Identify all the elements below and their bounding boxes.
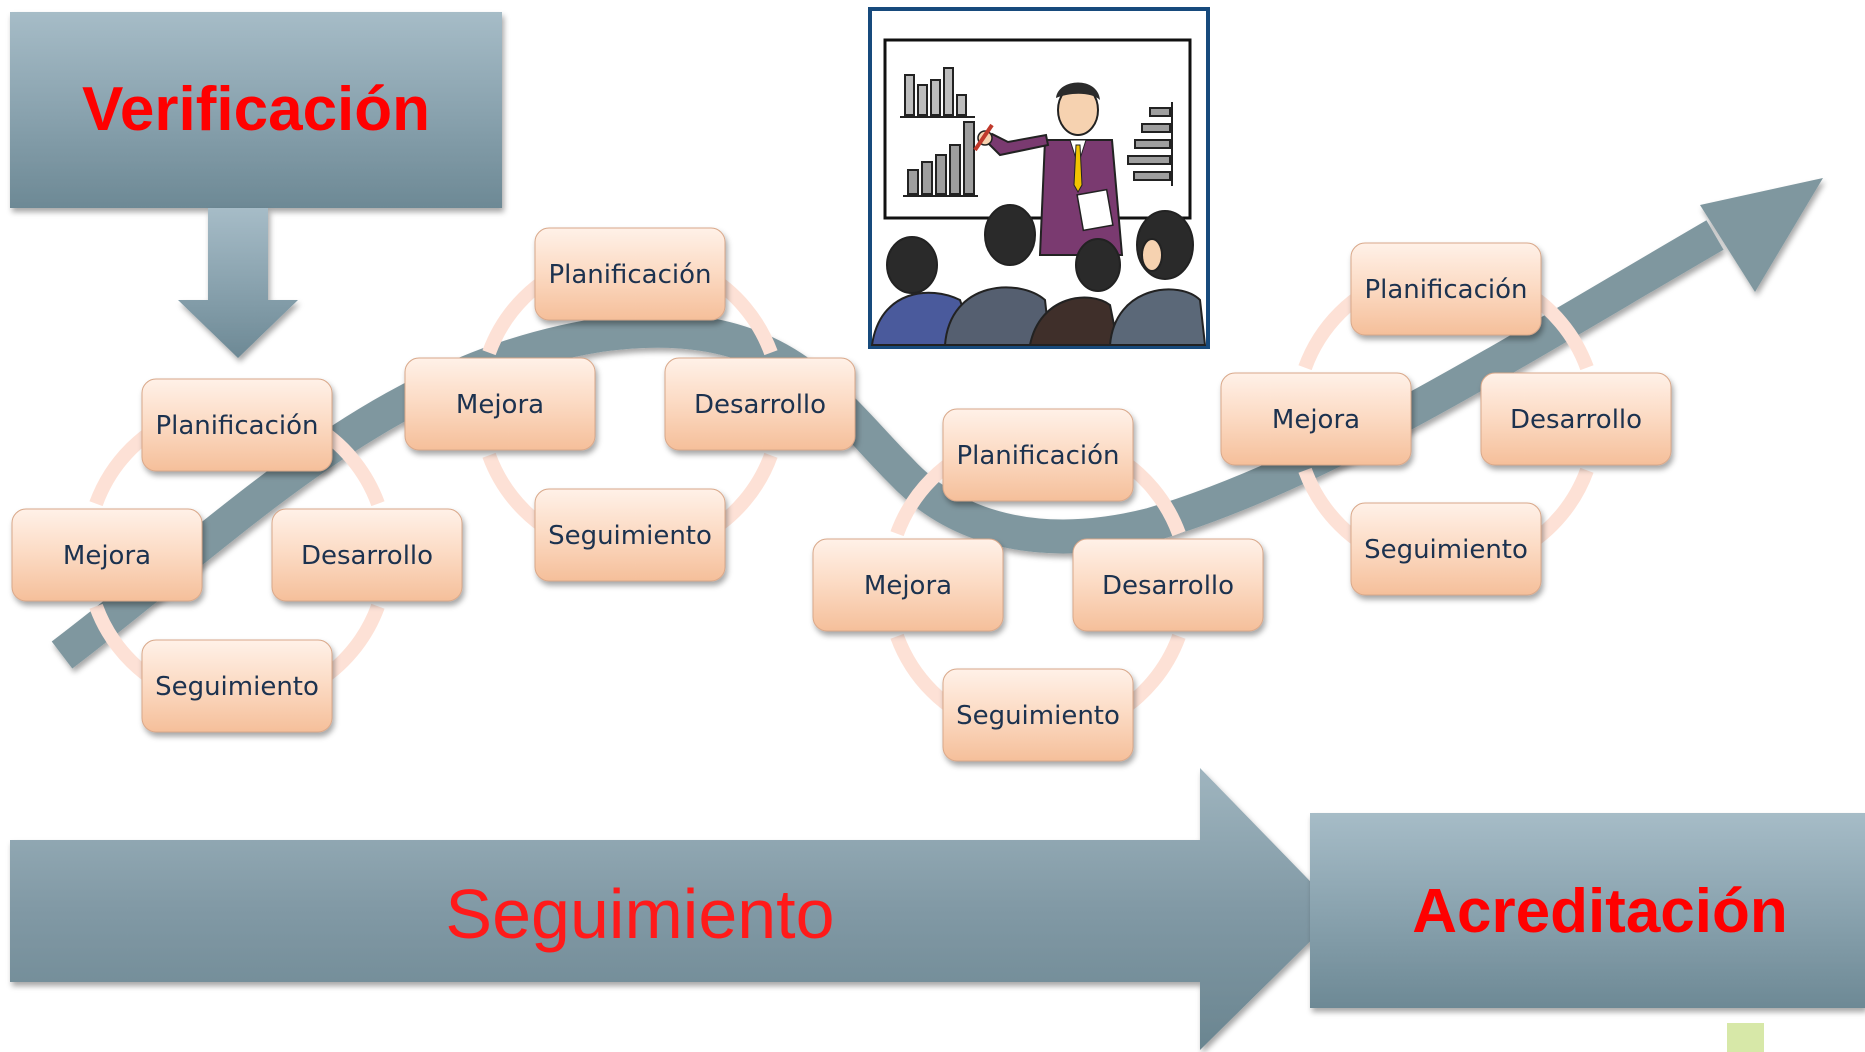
follow-up-title: Seguimiento	[445, 875, 834, 953]
verification-panel	[10, 12, 502, 208]
cycle-node-development: Desarrollo	[664, 357, 856, 451]
cycle-node-planning: Planificación	[534, 227, 726, 321]
follow-up-label: Seguimiento	[548, 521, 712, 551]
cycle-node-improvement: Mejora	[812, 538, 1004, 632]
development-label: Desarrollo	[694, 390, 826, 420]
improvement-label: Mejora	[456, 390, 544, 420]
follow-up-label: Seguimiento	[956, 701, 1120, 731]
planning-label: Planificación	[155, 411, 318, 441]
accreditation-title: Acreditación	[1412, 877, 1788, 946]
cycle-node-planning: Planificación	[942, 408, 1134, 502]
cycle-3: Planificación Desarrollo Seguimiento Mej…	[812, 408, 1264, 762]
improvement-label: Mejora	[1272, 405, 1360, 435]
development-label: Desarrollo	[1510, 405, 1642, 435]
follow-up-process-arrow	[10, 768, 1340, 1050]
cycle-node-follow-up: Seguimiento	[141, 639, 333, 733]
down-arrow-icon	[178, 208, 298, 358]
planning-label: Planificación	[956, 441, 1119, 471]
presentation-clipart-icon	[868, 7, 1210, 349]
cycle-node-development: Desarrollo	[1072, 538, 1264, 632]
cycle-node-improvement: Mejora	[404, 357, 596, 451]
cycle-2: Planificación Desarrollo Seguimiento Mej…	[404, 227, 856, 582]
planning-label: Planificación	[548, 260, 711, 290]
cycle-node-improvement: Mejora	[11, 508, 203, 602]
planning-label: Planificación	[1364, 275, 1527, 305]
slide-corner-marker	[1727, 1023, 1764, 1052]
accreditation-panel	[1310, 813, 1865, 1008]
follow-up-label: Seguimiento	[1364, 535, 1528, 565]
cycle-node-development: Desarrollo	[271, 508, 463, 602]
verification-title: Verificación	[82, 75, 430, 144]
cycle-node-follow-up: Seguimiento	[1350, 502, 1542, 596]
improvement-label: Mejora	[864, 571, 952, 601]
cycle-node-improvement: Mejora	[1220, 372, 1412, 466]
follow-up-label: Seguimiento	[155, 672, 319, 702]
cycle-node-planning: Planificación	[1350, 242, 1542, 336]
cycle-node-follow-up: Seguimiento	[942, 668, 1134, 762]
cycle-1: Planificación Desarrollo Seguimiento Mej…	[11, 378, 463, 733]
cycle-node-development: Desarrollo	[1480, 372, 1672, 466]
improvement-label: Mejora	[63, 541, 151, 571]
development-label: Desarrollo	[1102, 571, 1234, 601]
cycle-node-planning: Planificación	[141, 378, 333, 472]
cycle-node-follow-up: Seguimiento	[534, 488, 726, 582]
cycle-4: Planificación Desarrollo Seguimiento Mej…	[1220, 242, 1672, 596]
development-label: Desarrollo	[301, 541, 433, 571]
